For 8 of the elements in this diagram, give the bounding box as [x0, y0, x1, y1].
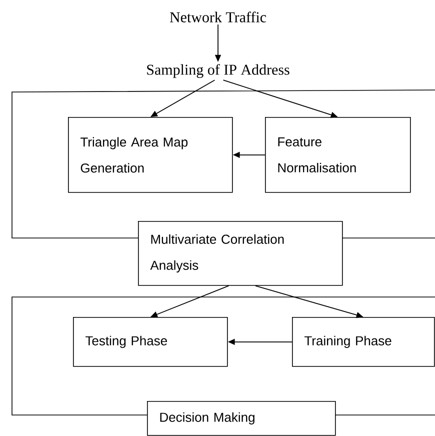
- process-box: Decision Making: [147, 401, 336, 436]
- flow-label: Sampling of IP Address: [147, 64, 290, 78]
- process-box: Training Phase: [292, 317, 435, 367]
- process-box: Multivariate Correlation Analysis: [138, 221, 343, 286]
- process-box: Testing Phase: [73, 317, 228, 367]
- flow-label: Network Traffic: [170, 12, 266, 22]
- process-box: Triangle Area Map Generation: [68, 117, 233, 193]
- process-box: Feature Normalisation: [265, 117, 411, 193]
